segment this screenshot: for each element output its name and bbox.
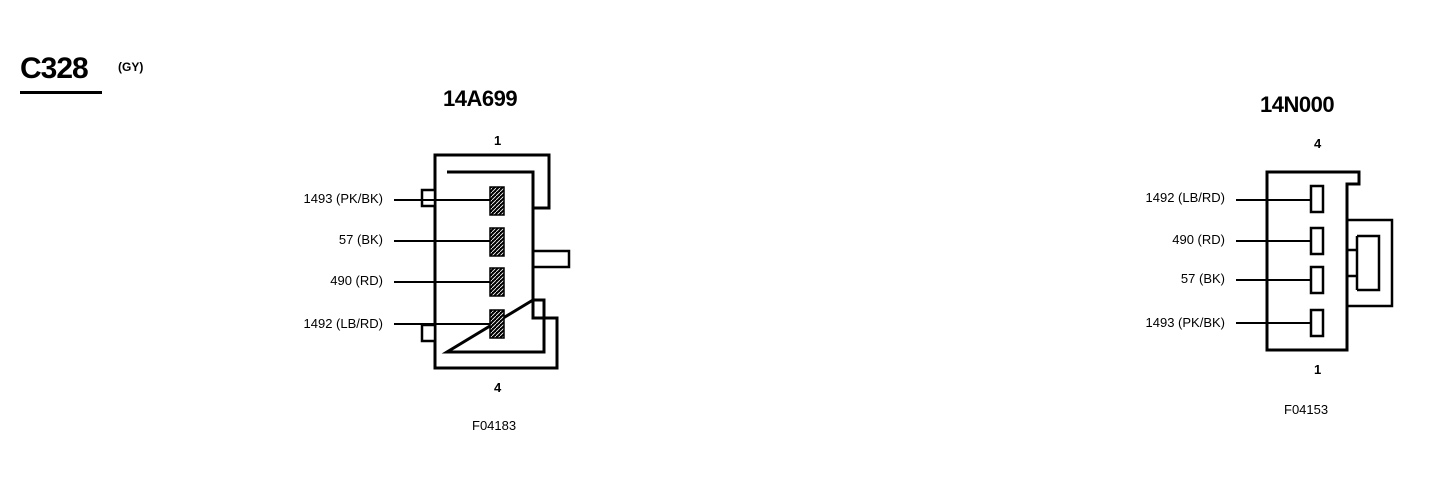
right-figure-code: F04153 [1284,402,1329,417]
left-pin-2 [489,227,505,257]
left-pin-top-label: 1 [494,133,502,148]
left-pin-cavities [489,186,505,339]
left-wire-label-3: 490 (RD) [330,273,383,288]
right-wire-label-4: 1493 (PK/BK) [1145,315,1226,330]
left-wire-leaders [394,199,497,325]
right-pin-bottom-label: 1 [1314,362,1322,377]
left-pin-4 [489,309,505,339]
right-pin-top-label: 4 [1314,136,1322,151]
left-pin-1 [489,186,505,216]
left-part-number: 14A699 [443,86,518,111]
connector-id-underline [20,91,102,94]
right-pin-2 [1309,265,1325,295]
left-pin-bottom-label: 4 [494,380,502,395]
right-part-number: 14N000 [1260,92,1335,117]
connector-color: (GY) [118,60,144,74]
right-pin-4 [1309,184,1325,214]
right-wire-leaders [1236,199,1311,324]
left-side-tab-bottom [420,323,437,343]
right-wire-label-1: 1492 (LB/RD) [1145,190,1225,205]
right-connector-housing [1265,170,1394,352]
left-figure-code: F04183 [472,418,517,433]
left-wire-label-2: 57 (BK) [338,232,383,247]
right-wire-label-2: 490 (RD) [1172,232,1225,247]
right-pin-3 [1309,226,1325,256]
left-side-tab-top [420,188,437,208]
right-wire-label-3: 57 (BK) [1180,271,1225,286]
left-wire-label-1: 1493 (PK/BK) [303,191,384,206]
left-connector-housing [433,153,571,370]
left-wire-label-4: 1492 (LB/RD) [303,316,383,331]
connector-id: C328 [20,52,89,85]
right-pin-cavities [1309,184,1325,338]
right-pin-1 [1309,308,1325,338]
left-pin-3 [489,267,505,297]
